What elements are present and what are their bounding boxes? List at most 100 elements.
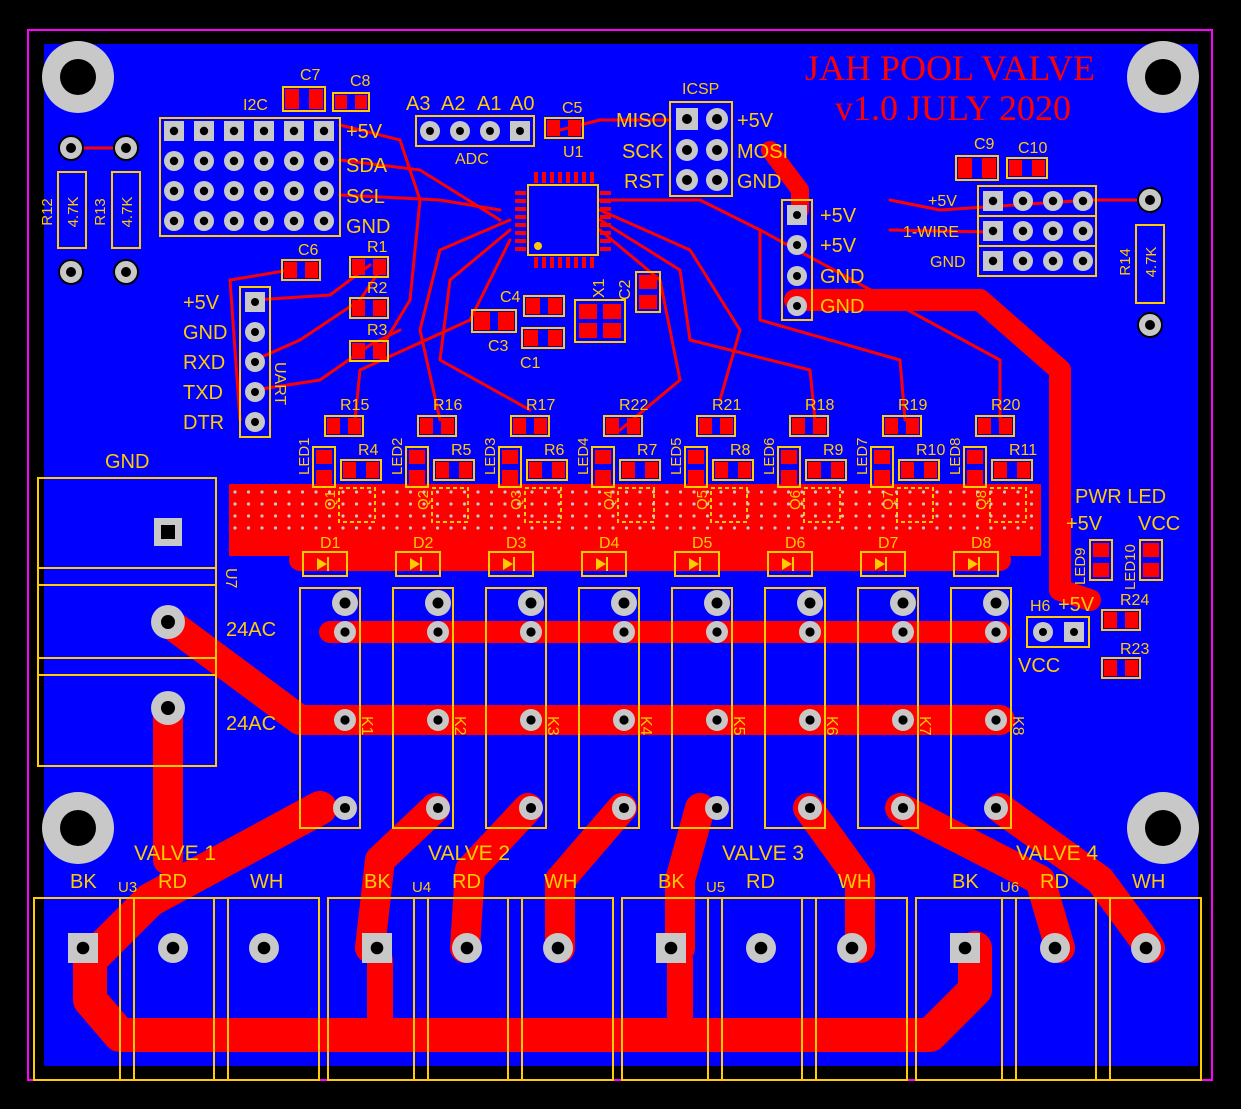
stitch-via bbox=[813, 490, 818, 494]
stitch-via bbox=[948, 514, 953, 518]
relay-pin-drill bbox=[340, 715, 350, 725]
i2c-pin-drill bbox=[319, 156, 329, 166]
stitch-via bbox=[989, 514, 993, 518]
stitch-via bbox=[273, 502, 278, 506]
valve-pin-label: BK bbox=[364, 871, 391, 893]
ref-u7: U7 bbox=[222, 568, 239, 589]
ow-pin-gnd: GND bbox=[930, 254, 966, 271]
power-header bbox=[781, 199, 813, 321]
icsp-miso: MISO bbox=[616, 110, 667, 132]
i2c-pin-drill bbox=[229, 126, 239, 136]
mcu-pin bbox=[515, 191, 526, 195]
ref-r4: R4 bbox=[358, 442, 379, 459]
onewire-pin-drill bbox=[1018, 196, 1028, 206]
relay-pin-drill bbox=[804, 597, 816, 609]
stitch-via bbox=[246, 514, 251, 518]
stitch-via bbox=[260, 502, 264, 506]
stitch-via bbox=[678, 514, 683, 518]
stitch-via bbox=[503, 526, 507, 530]
ref-led9: LED9 bbox=[1072, 547, 1089, 585]
onewire-pin-drill bbox=[1078, 196, 1088, 206]
resistor-body bbox=[712, 459, 754, 481]
stitch-via bbox=[233, 502, 237, 506]
valve-pin-label: BK bbox=[952, 871, 979, 893]
stitch-via bbox=[827, 514, 831, 518]
stitch-via bbox=[813, 514, 818, 518]
ref-r16: R16 bbox=[433, 397, 462, 414]
ref-k5: K5 bbox=[730, 716, 747, 736]
ref-q8: Q8 bbox=[973, 490, 990, 510]
ref-r8: R8 bbox=[730, 442, 751, 459]
resistor-pad bbox=[901, 462, 914, 478]
i2c-pin-drill bbox=[199, 156, 209, 166]
valve-pin-wh-drill bbox=[1139, 941, 1153, 955]
relay-body bbox=[392, 587, 454, 829]
stitch-via bbox=[368, 490, 372, 494]
resistor-pad bbox=[513, 418, 526, 434]
relay-pin-drill bbox=[805, 627, 815, 637]
relay-body bbox=[485, 587, 547, 829]
resistor-pad bbox=[994, 462, 1007, 478]
stitch-via bbox=[773, 490, 777, 494]
resistor-pad bbox=[1017, 462, 1030, 478]
resistor-body bbox=[898, 459, 940, 481]
i2c-pin-drill bbox=[259, 216, 269, 226]
stitch-via bbox=[341, 502, 345, 506]
uart-pin-rxd: RXD bbox=[183, 352, 225, 374]
stitch-via bbox=[935, 502, 939, 506]
stitch-via bbox=[597, 514, 602, 518]
adc-pin-a3: A3 bbox=[406, 93, 430, 115]
adc-pin-a1: A1 bbox=[477, 93, 501, 115]
stitch-via bbox=[719, 514, 723, 518]
stitch-via bbox=[624, 502, 629, 506]
i2c-ref: I2C bbox=[243, 97, 268, 114]
stitch-via bbox=[638, 526, 642, 530]
ref-k7: K7 bbox=[916, 716, 933, 736]
stitch-via bbox=[989, 526, 993, 530]
stitch-via bbox=[503, 490, 507, 494]
stitch-via bbox=[759, 490, 764, 494]
ow-pin-data: 1-WIRE bbox=[903, 224, 959, 241]
relay-body bbox=[857, 587, 919, 829]
resistor-body bbox=[805, 459, 847, 481]
stitch-via bbox=[287, 502, 291, 506]
stitch-via bbox=[489, 502, 494, 506]
stitch-via bbox=[381, 514, 386, 518]
stitch-via bbox=[759, 502, 764, 506]
stitch-via bbox=[570, 514, 575, 518]
relay-body bbox=[299, 587, 361, 829]
stitch-via bbox=[962, 526, 966, 530]
stitch-via bbox=[476, 502, 480, 506]
i2c-pin-sda: SDA bbox=[346, 155, 388, 177]
i2c-pin-gnd: GND bbox=[346, 216, 390, 238]
ref-d2: D2 bbox=[413, 535, 434, 552]
stitch-via bbox=[800, 526, 804, 530]
valve-pin-label: WH bbox=[1132, 871, 1165, 893]
ref-led6: LED6 bbox=[761, 437, 778, 475]
resistor-pad bbox=[715, 462, 728, 478]
mcu-pin bbox=[534, 257, 538, 268]
valve-ref: U5 bbox=[706, 879, 725, 896]
mcu-pin bbox=[600, 239, 611, 243]
relay-pin-drill bbox=[805, 715, 815, 725]
resistor-pad bbox=[606, 418, 619, 434]
resistor-pad bbox=[441, 418, 454, 434]
stitch-via bbox=[516, 526, 521, 530]
ref-r13: R13 bbox=[92, 198, 109, 226]
relay-pin-drill bbox=[712, 627, 722, 637]
stitch-via bbox=[314, 502, 318, 506]
resistor-pad bbox=[529, 462, 542, 478]
ref-led2: LED2 bbox=[389, 437, 406, 475]
stitch-via bbox=[530, 490, 534, 494]
onewire-pin-drill bbox=[1018, 256, 1028, 266]
stitch-via bbox=[827, 502, 831, 506]
stitch-via bbox=[638, 502, 642, 506]
ref-c1: C1 bbox=[520, 355, 541, 372]
ref-q1: Q1 bbox=[322, 490, 339, 510]
stitch-via bbox=[773, 514, 777, 518]
valve-pin-label: RD bbox=[452, 871, 481, 893]
valve-pin-label: RD bbox=[1040, 871, 1069, 893]
